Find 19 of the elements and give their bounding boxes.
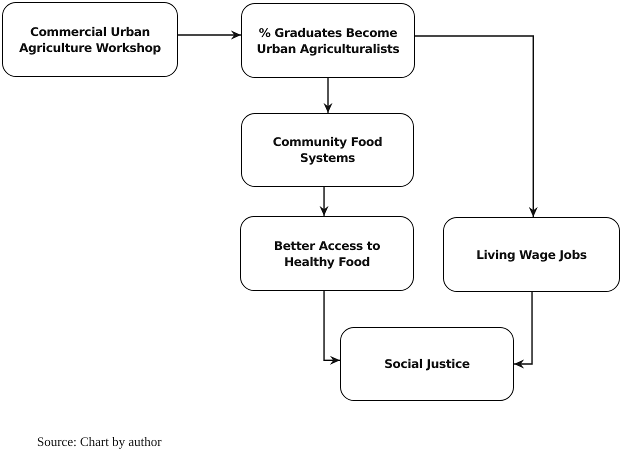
process-box <box>443 217 620 292</box>
box-label: % Graduates Become Urban Agriculturalists <box>256 24 400 56</box>
box-label: Commercial Urban Agriculture Workshop <box>18 24 162 56</box>
arrow <box>514 292 533 368</box>
process-box <box>241 3 415 78</box>
process-box <box>240 216 414 291</box>
caption: Source: Chart by author <box>37 433 162 451</box>
box-label: Community Food Systems <box>272 134 384 166</box>
process-box <box>340 327 514 401</box>
box-label: Living Wage Jobs <box>476 246 587 262</box>
arrow <box>320 187 329 216</box>
box-label: Social Justice <box>384 356 470 372</box>
process-box <box>2 2 178 77</box>
box-label: Better Access to Healthy Food <box>272 238 382 270</box>
process-box <box>241 113 414 187</box>
arrow <box>415 35 538 217</box>
arrow <box>324 78 332 113</box>
arrow <box>323 291 340 365</box>
arrow <box>178 30 241 40</box>
